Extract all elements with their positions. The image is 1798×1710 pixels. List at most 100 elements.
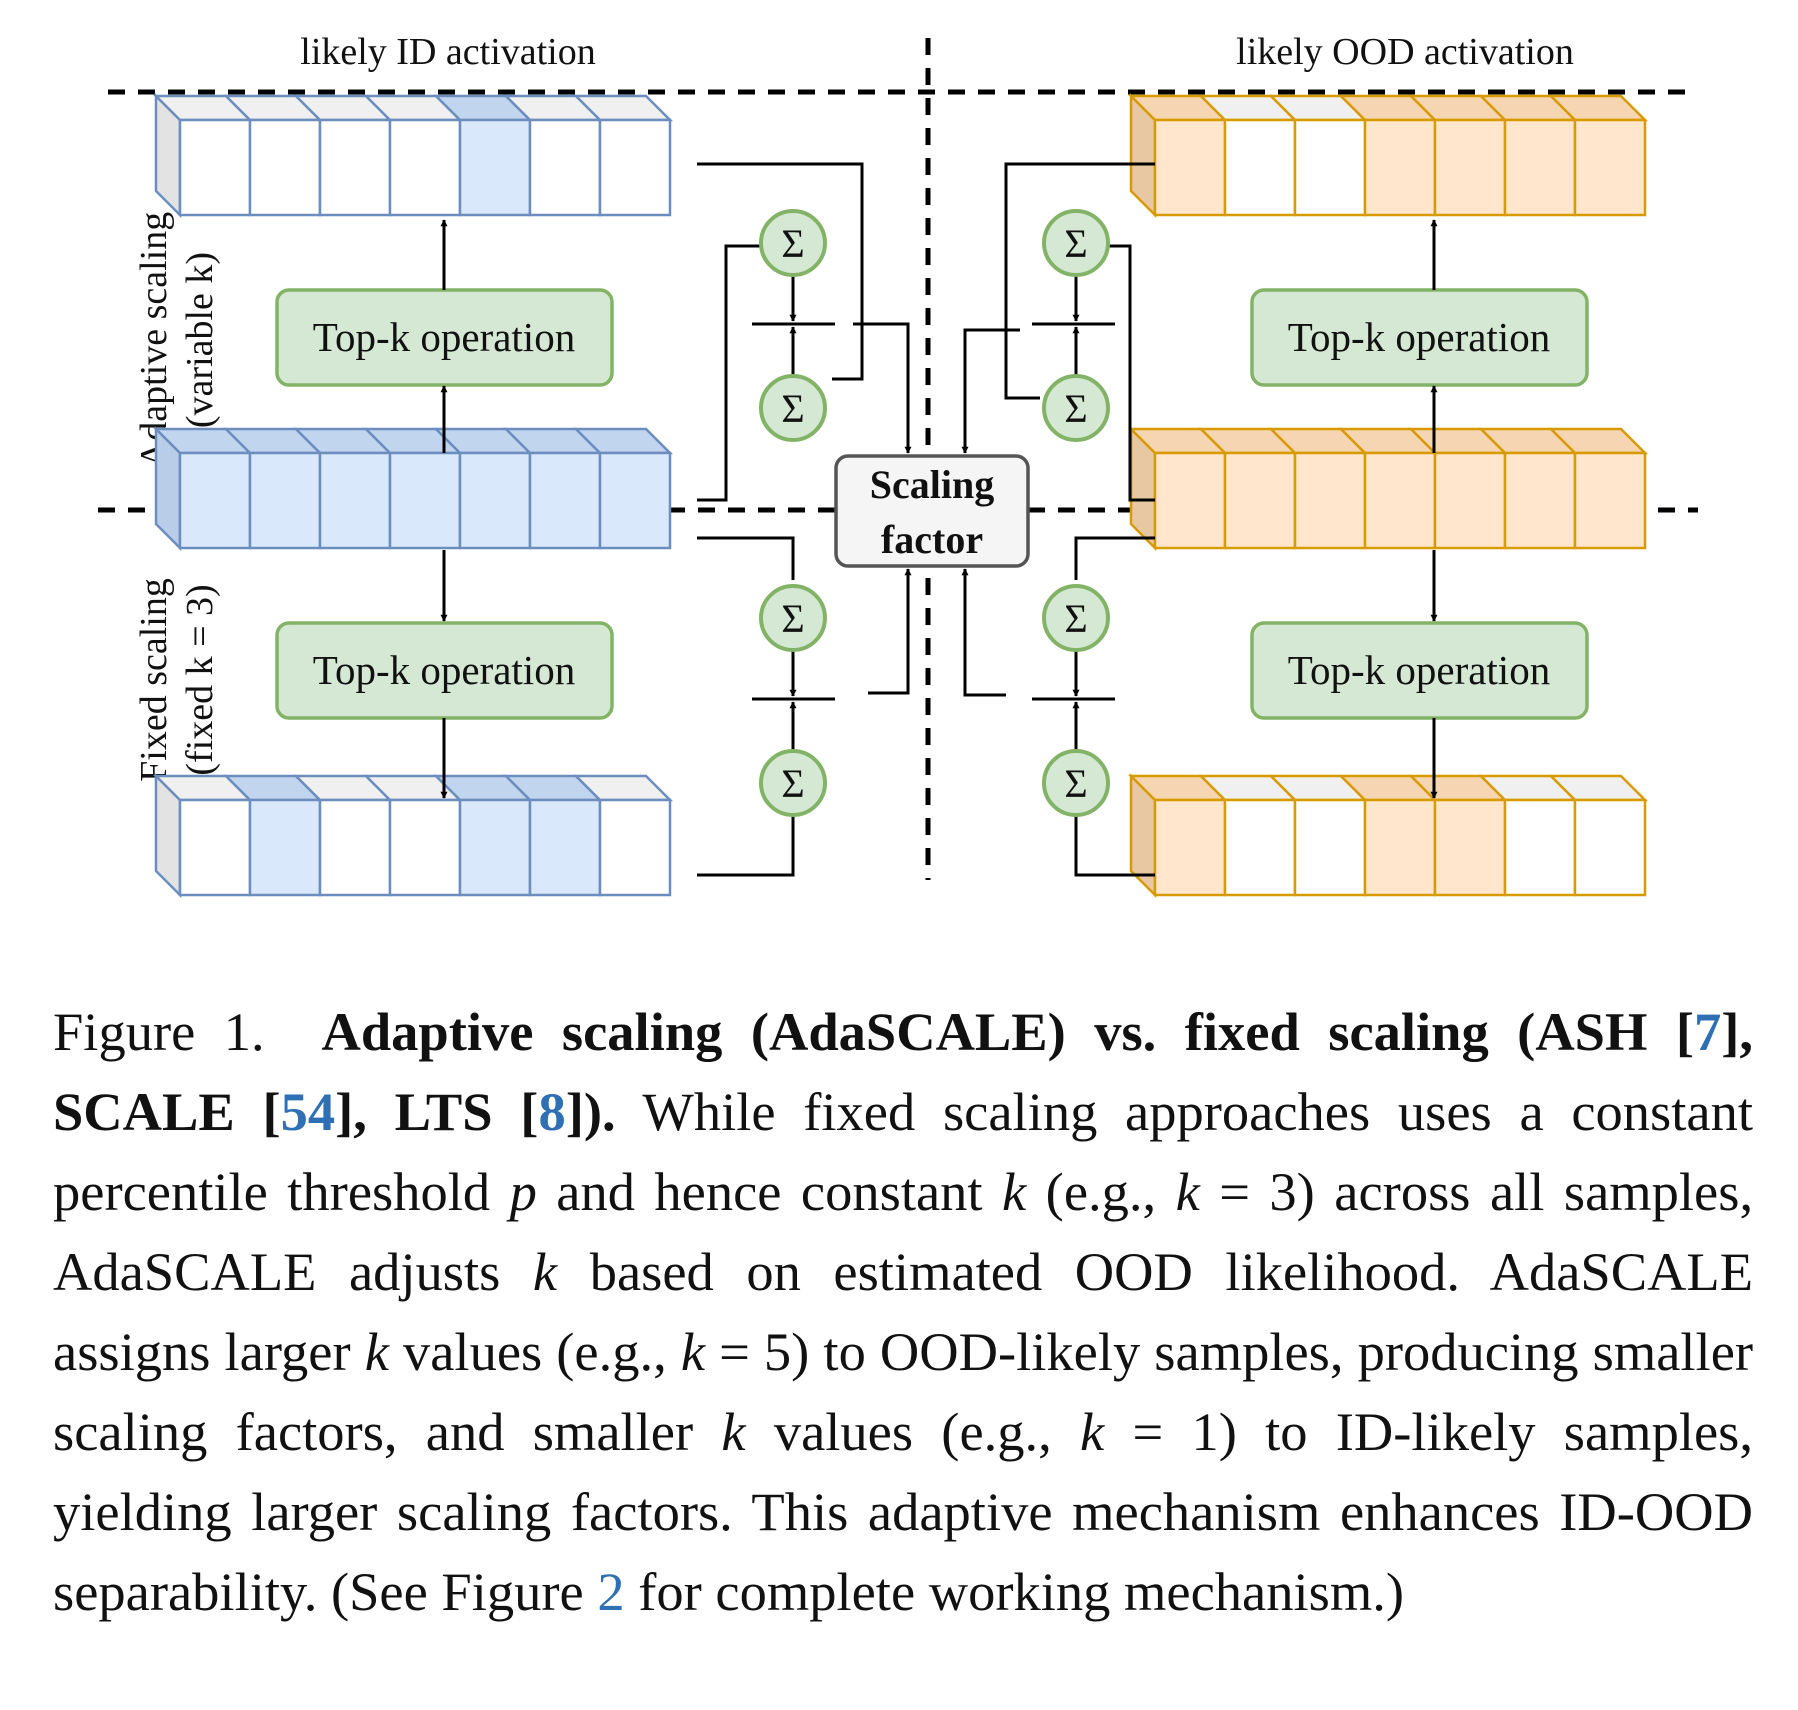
tensor-cell-inactive bbox=[1293, 798, 1367, 897]
sigma-icon: Σ bbox=[781, 221, 804, 266]
fixed-row-label: Fixed scaling (fixed k = 3) bbox=[133, 578, 221, 782]
tensor-cell-inactive bbox=[388, 798, 462, 897]
sigma-icon: Σ bbox=[1064, 596, 1087, 641]
caption-math-k: k bbox=[1002, 1161, 1027, 1222]
caption-math-eq: = 3) bbox=[1219, 1161, 1315, 1222]
tensor-cell-active bbox=[1433, 118, 1507, 217]
sum-node-id-d: Σ bbox=[759, 749, 827, 817]
tensor-cell-active bbox=[1363, 451, 1437, 550]
scaling-factor-line2: factor bbox=[881, 517, 983, 562]
caption-math-k: k bbox=[680, 1321, 706, 1382]
id-region-label: likely ID activation bbox=[300, 31, 595, 73]
ood-top-activation-tensor bbox=[1127, 92, 1649, 219]
caption-math-k: k bbox=[364, 1321, 389, 1382]
tensor-cell-active bbox=[1573, 451, 1647, 550]
ood-bottom-activation-tensor bbox=[1127, 772, 1649, 899]
connection-wires bbox=[697, 162, 1155, 877]
tensor-cell-inactive bbox=[1223, 798, 1297, 897]
adaptive-label-line2: (variable k) bbox=[179, 252, 221, 428]
topk-op-id-adaptive: Top-k operation bbox=[275, 288, 614, 387]
topk-op-ood-adaptive: Top-k operation bbox=[1250, 288, 1589, 387]
tensor-cell-active bbox=[1153, 118, 1227, 217]
tensor-cell-active bbox=[248, 451, 322, 550]
topk-op-ood-fixed: Top-k operation bbox=[1250, 621, 1589, 720]
adaptive-label-line1: Adaptive scaling bbox=[133, 212, 175, 468]
topk-op-label: Top-k operation bbox=[1288, 314, 1550, 360]
tensor-cell-active bbox=[1153, 798, 1227, 897]
division-arrows bbox=[789, 274, 1080, 752]
tensor-cell-inactive bbox=[1223, 118, 1297, 217]
ood-region-label: likely OOD activation bbox=[1236, 31, 1574, 73]
sum-node-ood-d: Σ bbox=[1042, 749, 1110, 817]
caption-text: and hence constant bbox=[556, 1161, 983, 1222]
citation-link-ash[interactable]: 7 bbox=[1693, 1001, 1722, 1062]
tensor-cell-inactive bbox=[1293, 118, 1367, 217]
id-top-activation-tensor bbox=[152, 92, 674, 219]
adaptive-row-label: Adaptive scaling (variable k) bbox=[133, 212, 221, 468]
tensor-cell-inactive bbox=[248, 118, 322, 217]
tensor-cell-active bbox=[1223, 451, 1297, 550]
caption-text: across all samples, AdaSCALE adjusts bbox=[53, 1161, 1754, 1302]
division-bars bbox=[752, 322, 1115, 701]
ood-middle-activation-tensor bbox=[1127, 425, 1649, 552]
sigma-icon: Σ bbox=[1064, 386, 1087, 431]
caption-math-k: k bbox=[1175, 1161, 1200, 1222]
caption-text: While fixed scaling approaches uses a co… bbox=[53, 1081, 1753, 1222]
tensor-cell-inactive bbox=[1573, 798, 1647, 897]
scaling-factor-box: Scaling factor bbox=[834, 454, 1030, 568]
caption-text: values (e.g., bbox=[773, 1401, 1052, 1462]
caption-text: for complete working mechanism.) bbox=[638, 1561, 1405, 1622]
id-middle-activation-tensor bbox=[152, 425, 674, 552]
figure-2-link[interactable]: 2 bbox=[597, 1561, 625, 1622]
tensor-cell-inactive bbox=[598, 798, 672, 897]
tensor-cell-active bbox=[528, 798, 602, 897]
tensor-cell-active bbox=[248, 798, 322, 897]
caption-text: values (e.g., bbox=[402, 1321, 667, 1382]
tensor-cell-inactive bbox=[598, 118, 672, 217]
caption-math-k: k bbox=[1080, 1401, 1105, 1462]
sum-node-id-c: Σ bbox=[759, 584, 827, 652]
tensor-cell-active bbox=[458, 118, 532, 217]
tensor-cell-active bbox=[1363, 118, 1437, 217]
fixed-label-line1: Fixed scaling bbox=[133, 578, 175, 782]
caption-text: to ID-likely samples, yielding larger sc… bbox=[53, 1401, 1753, 1622]
caption-math-eq: = 5) bbox=[719, 1321, 810, 1382]
sigma-icon: Σ bbox=[781, 761, 804, 806]
tensor-cell-active bbox=[1503, 118, 1577, 217]
tensor-cell-active bbox=[318, 451, 392, 550]
tensor-cell-active bbox=[1363, 798, 1437, 897]
tensor-cell-active bbox=[1503, 451, 1577, 550]
id-bottom-activation-tensor bbox=[152, 772, 674, 899]
tensor-cell-active bbox=[598, 451, 672, 550]
tensor-cell-inactive bbox=[318, 798, 392, 897]
sum-node-ood-c: Σ bbox=[1042, 584, 1110, 652]
caption-text: to OOD-likely samples, producing smaller… bbox=[53, 1321, 1754, 1462]
citation-link-scale[interactable]: 54 bbox=[280, 1081, 336, 1142]
topk-op-label: Top-k operation bbox=[313, 314, 575, 360]
tensor-cell-active bbox=[388, 451, 462, 550]
tensor-cell-inactive bbox=[178, 798, 252, 897]
tensor-cell-active bbox=[1573, 118, 1647, 217]
sum-node-ood-a: Σ bbox=[1042, 209, 1110, 277]
caption-math-k: k bbox=[721, 1401, 746, 1462]
sum-node-ood-b: Σ bbox=[1042, 374, 1110, 442]
tensor-cell-active bbox=[1433, 451, 1507, 550]
caption-math-p: p bbox=[509, 1161, 537, 1222]
scaling-factor-line1: Scaling bbox=[870, 462, 994, 507]
tensor-cell-active bbox=[1153, 451, 1227, 550]
citation-link-lts[interactable]: 8 bbox=[538, 1081, 566, 1142]
caption-figure-label: Figure 1. bbox=[53, 1001, 265, 1062]
topk-op-label: Top-k operation bbox=[313, 647, 575, 693]
sum-node-id-a: Σ bbox=[759, 209, 827, 277]
caption-math-k: k bbox=[532, 1241, 558, 1302]
caption-math-eq: = 1) bbox=[1132, 1401, 1237, 1462]
fixed-label-line2: (fixed k = 3) bbox=[179, 584, 221, 775]
caption-text: based on estimated OOD likelihood. AdaSC… bbox=[53, 1241, 1754, 1382]
sigma-icon: Σ bbox=[781, 596, 804, 641]
tensor-cell-inactive bbox=[388, 118, 462, 217]
tensor-cell-active bbox=[458, 798, 532, 897]
caption-bold-title: Adaptive scaling (AdaSCALE) vs. fixed sc… bbox=[53, 1001, 1753, 1142]
caption-text: (e.g., bbox=[1045, 1161, 1157, 1222]
sigma-icon: Σ bbox=[781, 386, 804, 431]
sigma-icon: Σ bbox=[1064, 761, 1087, 806]
